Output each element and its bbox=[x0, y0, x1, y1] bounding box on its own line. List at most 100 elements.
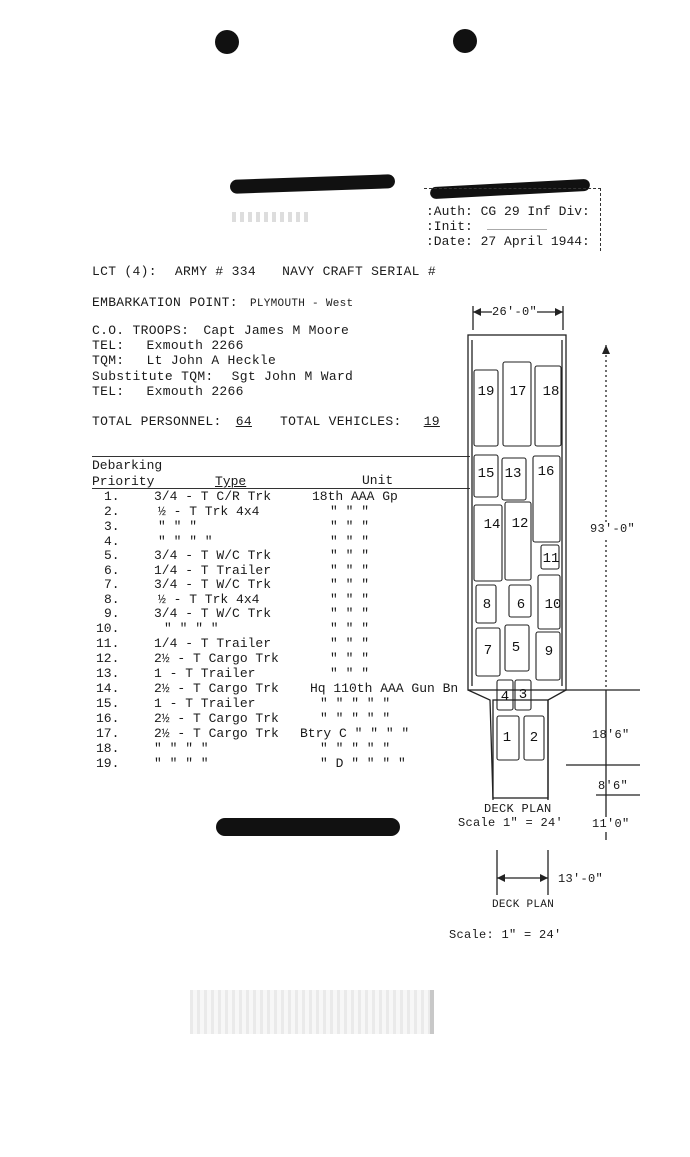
table-header-rule bbox=[92, 488, 470, 489]
ramp-outline-left bbox=[467, 689, 494, 801]
faint-declassification-stamp bbox=[190, 990, 434, 1034]
stamp-auth-value: CG 29 Inf Div: bbox=[480, 204, 590, 219]
co-troops-line: C.O. TROOPS: Capt James M Moore bbox=[92, 323, 349, 338]
embarkation-line: EMBARKATION POINT: PLYMOUTH - West bbox=[92, 295, 353, 312]
arrow-width-left bbox=[473, 308, 481, 316]
vehicle-slot-15 bbox=[473, 454, 499, 498]
tqm-line: TQM: Lt John A Heckle bbox=[92, 353, 276, 368]
deck-plan-title-1: DECK PLAN bbox=[484, 802, 552, 816]
arrow-ramp-left bbox=[497, 874, 505, 882]
vehicle-slot-13 bbox=[501, 457, 527, 501]
arrow-width-right bbox=[555, 308, 563, 316]
dim-label-length: 93'-0" bbox=[590, 522, 636, 537]
tqm-value: Lt John A Heckle bbox=[146, 353, 277, 368]
punch-hole-left bbox=[215, 30, 239, 54]
slot-label: 10 bbox=[545, 597, 562, 613]
slot-label: 9 bbox=[545, 644, 553, 660]
ramp-outline-right bbox=[547, 689, 567, 800]
punch-hole-right bbox=[453, 29, 477, 53]
vehicle-slot-10 bbox=[537, 574, 561, 630]
deck-plan-scale-2: Scale: 1" = 24' bbox=[449, 928, 562, 942]
embarkation-value: PLYMOUTH - West bbox=[249, 298, 354, 310]
deck-plan-scale-1: Scale 1" = 24' bbox=[458, 816, 564, 830]
slot-label: 11 bbox=[543, 551, 560, 567]
slot-label: 4 bbox=[501, 689, 509, 705]
security-stamp-box bbox=[424, 188, 601, 251]
army-label: ARMY # bbox=[174, 264, 224, 279]
vehicle-slot-3 bbox=[514, 679, 532, 711]
arrow-ramp-right bbox=[540, 874, 548, 882]
arrow-length-top bbox=[602, 345, 610, 354]
vehicle-slot-14 bbox=[473, 504, 503, 582]
slot-label: 8 bbox=[483, 597, 491, 613]
dim-label-ramp: 13'-0" bbox=[558, 872, 604, 886]
dim-label-width: 26'-0" bbox=[492, 305, 538, 320]
hull-outline bbox=[467, 334, 567, 691]
slot-label: 16 bbox=[538, 464, 555, 480]
slot-label: 1 bbox=[503, 730, 511, 746]
vehicle-slot-6 bbox=[508, 584, 532, 618]
vehicle-slot-1 bbox=[496, 715, 520, 761]
vehicle-slot-9 bbox=[535, 631, 561, 681]
tqm-label: TQM: bbox=[92, 353, 125, 368]
vehicle-slot-5 bbox=[504, 624, 530, 672]
slot-label: 7 bbox=[484, 643, 492, 659]
slot-label: 12 bbox=[512, 516, 529, 532]
slot-label: 17 bbox=[510, 384, 527, 400]
co-troops-value: Capt James M Moore bbox=[203, 323, 350, 338]
tel-label-2: TEL: bbox=[92, 384, 125, 399]
stamp-auth-label: :Auth: bbox=[426, 204, 473, 219]
stamp-date-label: :Date: bbox=[426, 234, 473, 249]
total-personnel-label: TOTAL PERSONNEL: bbox=[92, 414, 222, 429]
slot-label: 5 bbox=[512, 640, 520, 656]
slot-label: 13 bbox=[505, 466, 522, 482]
tel-value-2: Exmouth 2266 bbox=[146, 384, 244, 399]
tel-label-1: TEL: bbox=[92, 338, 125, 353]
ramp-section bbox=[492, 699, 549, 799]
embarkation-label: EMBARKATION POINT: bbox=[92, 295, 238, 310]
navy-serial-label: NAVY CRAFT SERIAL # bbox=[282, 264, 436, 279]
redaction-mark-lower bbox=[216, 818, 400, 836]
stamp-date-value: 27 April 1944: bbox=[480, 234, 590, 249]
deck-plan-title-2: DECK PLAN bbox=[492, 899, 555, 911]
stamp-auth-row: :Auth: CG 29 Inf Div: bbox=[426, 204, 590, 219]
substitute-tqm-value: Sgt John M Ward bbox=[231, 369, 354, 384]
col-header-type: Type bbox=[215, 474, 247, 489]
vehicle-slot-7 bbox=[475, 627, 501, 677]
tel-line-1: TEL: Exmouth 2266 bbox=[92, 338, 244, 353]
col-header-unit: Unit bbox=[362, 473, 394, 488]
slot-label: 18 bbox=[543, 384, 560, 400]
stamp-date-row: :Date: 27 April 1944: bbox=[426, 234, 590, 249]
col-header-priority-1: Debarking bbox=[92, 458, 163, 473]
vehicle-slot-19 bbox=[473, 369, 499, 447]
stamp-init-label: :Init: bbox=[426, 219, 473, 234]
stamp-init-signature bbox=[486, 229, 547, 230]
dim-label-b: 8'6" bbox=[598, 779, 629, 793]
vehicle-slot-11 bbox=[540, 544, 560, 570]
vehicle-slot-2 bbox=[523, 715, 545, 761]
slot-label: 19 bbox=[478, 384, 495, 400]
slot-label: 3 bbox=[519, 687, 527, 703]
dim-label-c: 11'0" bbox=[592, 817, 630, 832]
co-troops-label: C.O. TROOPS: bbox=[92, 323, 190, 338]
col-header-priority-2: Priority bbox=[92, 474, 155, 489]
total-vehicles-label: TOTAL VEHICLES: bbox=[280, 414, 402, 429]
vehicle-slot-8 bbox=[475, 584, 497, 624]
stamp-init-row: :Init: bbox=[426, 219, 547, 234]
slot-label: 14 bbox=[484, 517, 501, 533]
lct-label: LCT (4): bbox=[92, 264, 157, 279]
total-personnel-value: 64 bbox=[235, 414, 252, 429]
vehicle-slot-4 bbox=[496, 679, 514, 711]
totals-line: TOTAL PERSONNEL: 64 TOTAL VEHICLES: 19 bbox=[92, 414, 440, 429]
tel-line-2: TEL: Exmouth 2266 bbox=[92, 384, 244, 399]
total-vehicles-value: 19 bbox=[423, 414, 440, 429]
slot-label: 6 bbox=[517, 597, 525, 613]
tel-value-1: Exmouth 2266 bbox=[146, 338, 244, 353]
substitute-tqm-line: Substitute TQM: Sgt John M Ward bbox=[92, 369, 353, 384]
vehicle-slot-12 bbox=[504, 501, 532, 581]
vehicle-slot-18 bbox=[534, 365, 562, 447]
faint-stamp-ghost bbox=[232, 212, 312, 222]
slot-label: 2 bbox=[530, 730, 538, 746]
vehicle-slot-16 bbox=[532, 455, 561, 543]
